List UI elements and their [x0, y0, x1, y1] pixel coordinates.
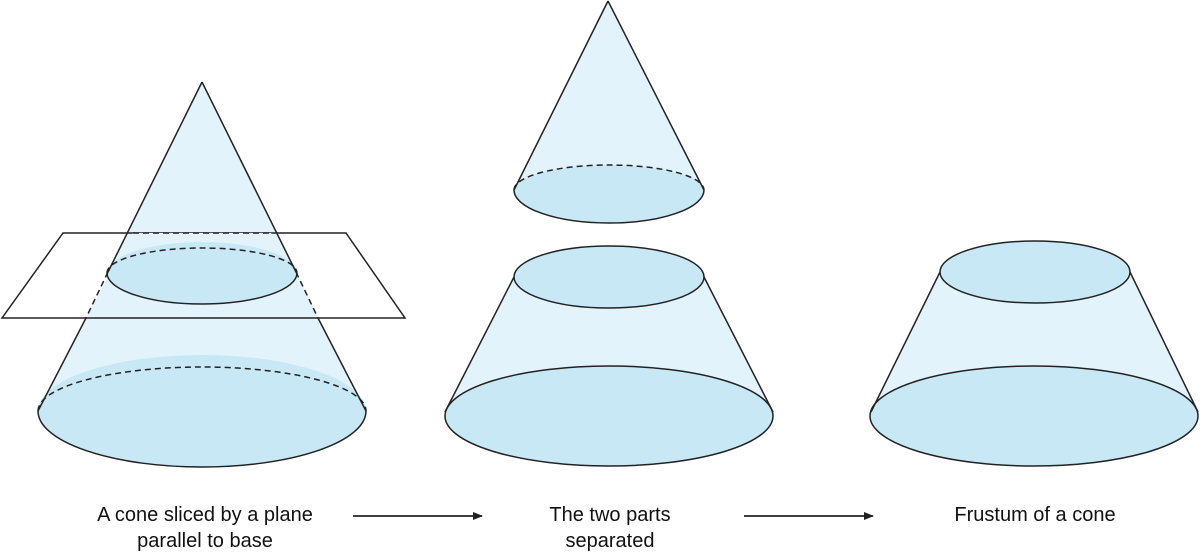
cone-left-edge-bottom	[37, 317, 87, 412]
small-cone-base-back-dashed	[513, 164, 705, 191]
small-cone-base-front	[513, 189, 705, 224]
caption-frustum-line1: Frustum of a cone	[954, 504, 1116, 526]
cone-right-edge-top	[201, 81, 297, 273]
cone-left-edge-top	[107, 81, 203, 273]
base-ellipse-back-dashed	[37, 366, 367, 412]
sliced-cone-figure	[0, 81, 407, 468]
cone-right-edge-bottom	[317, 317, 367, 412]
caption-sliced-line2: parallel to base	[137, 530, 273, 552]
frustum-part-base	[444, 365, 774, 467]
caption-sliced-cone: A cone sliced by a plane parallel to bas…	[60, 502, 350, 554]
caption-separated-line1: The two parts	[549, 504, 671, 526]
frustum-figure	[869, 240, 1199, 467]
small-cone-right-edge	[607, 0, 705, 191]
caption-sliced-line1: A cone sliced by a plane	[97, 504, 313, 526]
small-cone-left-edge	[513, 0, 609, 191]
slice-ellipse	[107, 242, 297, 304]
base-ellipse-front	[37, 410, 367, 468]
caption-separated: The two parts separated	[495, 502, 725, 554]
small-cone-base-fill	[514, 165, 704, 223]
separated-parts-figure	[444, 0, 774, 467]
frustum-left-edge	[870, 271, 941, 413]
frustum-top	[939, 240, 1131, 304]
slice-ellipse-back-dashed	[106, 247, 298, 274]
cone-left-edge-hidden	[85, 271, 109, 319]
frustum-base	[869, 365, 1199, 467]
frustum-part-top	[513, 245, 705, 309]
caption-frustum: Frustum of a cone	[905, 502, 1165, 528]
frustum-part-left-edge	[444, 276, 515, 413]
base-ellipse-fill-back	[38, 355, 366, 411]
slice-ellipse-front	[106, 272, 298, 305]
small-cone-body	[514, 1, 704, 190]
frustum-right-edge	[1129, 271, 1199, 413]
frustum-part-right-edge	[703, 276, 774, 413]
upper-cone-body	[108, 82, 296, 272]
cone-right-edge-hidden	[295, 271, 319, 319]
caption-separated-line2: separated	[565, 530, 655, 552]
